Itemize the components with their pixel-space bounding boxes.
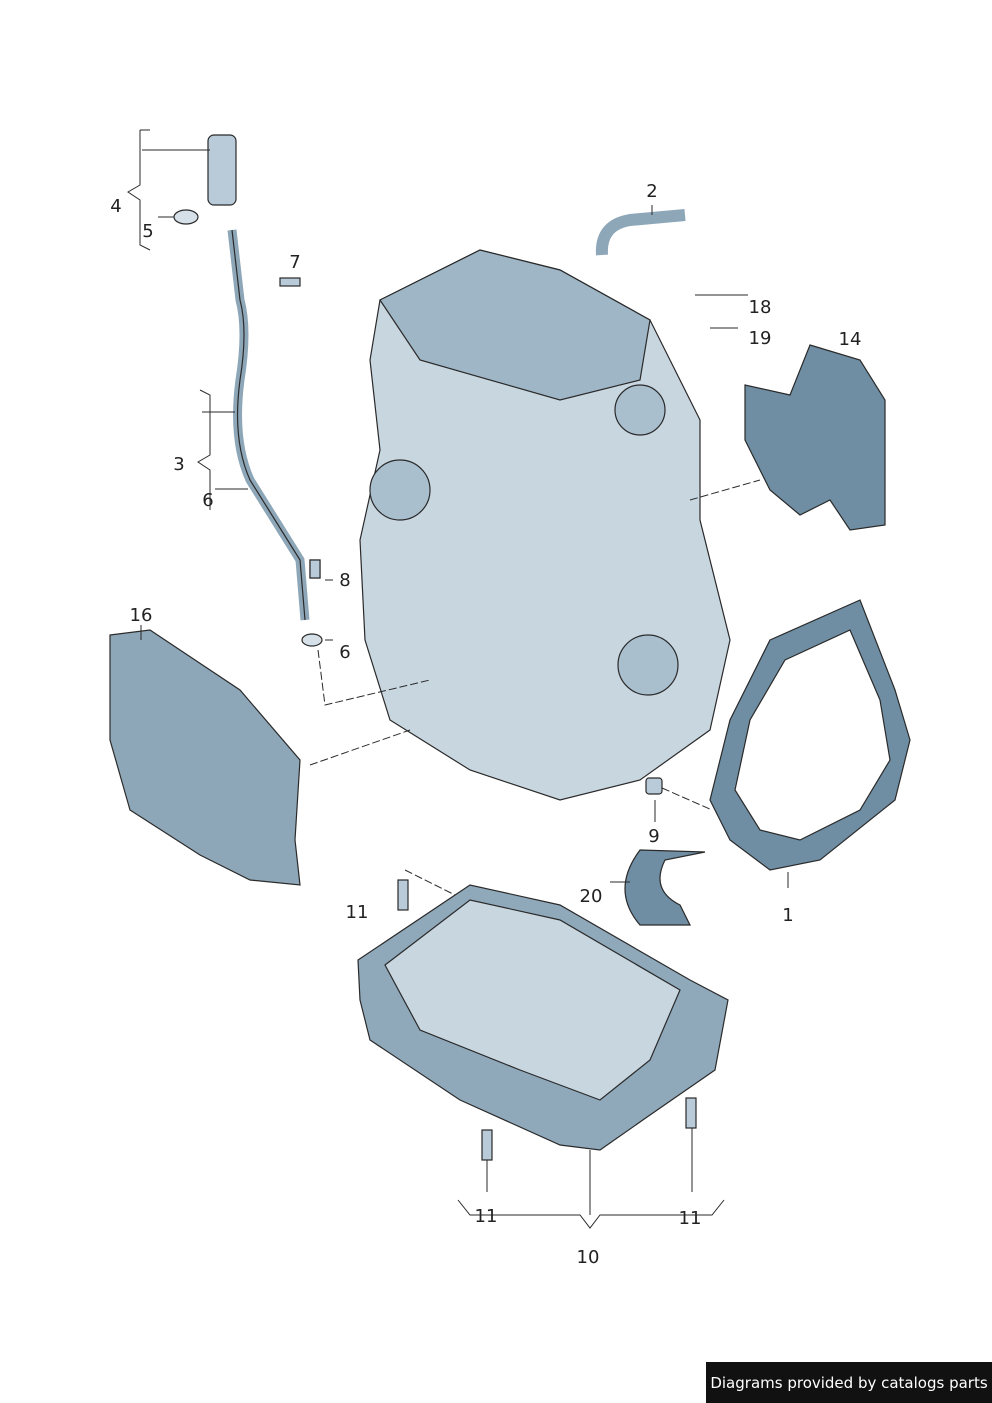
gasket-14 <box>744 344 886 531</box>
callout-8: 8 <box>339 570 351 591</box>
callout-11: 11 <box>345 902 369 923</box>
dipstick-tube <box>173 134 323 647</box>
callout-2: 2 <box>646 181 658 202</box>
callout-5: 5 <box>142 221 154 242</box>
callout-6: 6 <box>202 490 214 511</box>
callout-11: 11 <box>474 1206 498 1227</box>
seal-20 <box>624 849 706 926</box>
cover-16 <box>109 629 301 886</box>
footer-credit: Diagrams provided by catalogs parts <box>706 1362 992 1403</box>
callout-4: 4 <box>110 196 122 217</box>
callout-19: 19 <box>748 328 772 349</box>
callout-11: 11 <box>678 1208 702 1229</box>
callout-3: 3 <box>173 454 185 475</box>
breather-hose <box>595 209 686 256</box>
callout-20: 20 <box>579 886 603 907</box>
callout-10: 10 <box>576 1247 600 1268</box>
callout-9: 9 <box>648 826 660 847</box>
bushing-9 <box>645 777 663 795</box>
callout-16: 16 <box>129 605 153 626</box>
callout-1: 1 <box>782 905 794 926</box>
callout-14: 14 <box>838 329 862 350</box>
callout-18: 18 <box>748 297 772 318</box>
callout-6: 6 <box>339 642 351 663</box>
callout-7: 7 <box>289 252 301 273</box>
